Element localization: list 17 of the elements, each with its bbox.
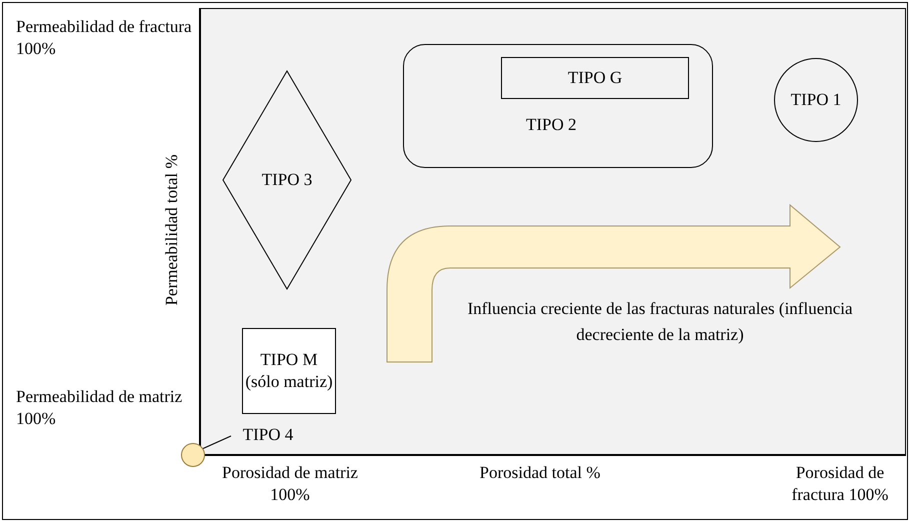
circle-node: TIPO 1 (774, 58, 858, 142)
axis-label: Permeabilidad total % (161, 154, 182, 306)
annotation-text: Influencia creciente de las fracturas naturales (influencia decreciente de la matriz) (466, 298, 854, 346)
type-label: TIPO 3 (262, 170, 312, 190)
leader-line (202, 436, 232, 450)
type-label: TIPO 2 (526, 115, 577, 135)
axis-label: Porosidad total % (478, 462, 602, 484)
type-label: TIPO 4 (232, 424, 304, 446)
process-box: TIPO G (501, 57, 689, 99)
origin-circle (181, 443, 205, 467)
rounded-box (403, 44, 713, 168)
axis-label: Porosidad de matriz 100% (221, 462, 359, 506)
axis-label: Porosidad de fractura 100% (790, 462, 890, 506)
axis-label: Permeabilidad de matriz 100% (16, 386, 184, 430)
diamond-node (222, 70, 352, 290)
process-box: TIPO M (sólo matriz) (242, 328, 336, 414)
axis-label: Permeabilidad de fractura 100% (16, 16, 193, 60)
